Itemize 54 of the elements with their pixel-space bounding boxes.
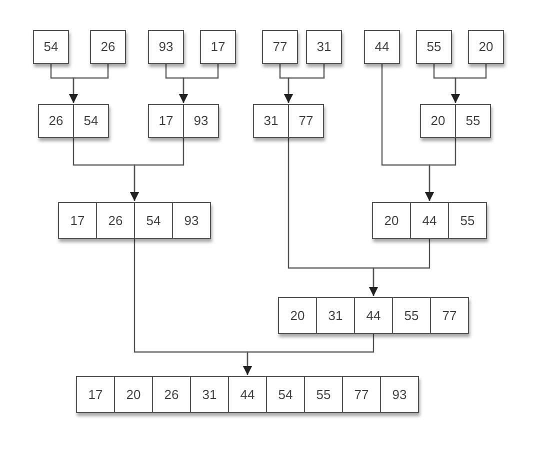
number-cell: 55 bbox=[455, 104, 491, 138]
number-cell: 20 bbox=[420, 104, 456, 138]
array-row bbox=[253, 104, 324, 138]
number-cell: 17 bbox=[58, 202, 97, 239]
merge-arrow bbox=[451, 64, 487, 103]
array-row bbox=[420, 104, 491, 138]
array-row bbox=[38, 104, 109, 138]
number-cell: 44 bbox=[364, 30, 400, 64]
number-cell: 44 bbox=[228, 376, 267, 413]
number-cell: 77 bbox=[342, 376, 381, 413]
number-cell: 44 bbox=[410, 202, 449, 239]
number-cell: 17 bbox=[200, 30, 236, 64]
number-cell: 55 bbox=[416, 30, 452, 64]
number-cell: 26 bbox=[152, 376, 191, 413]
number-cell: 31 bbox=[190, 376, 229, 413]
number-cell: 31 bbox=[253, 104, 289, 138]
number-cell: 26 bbox=[38, 104, 74, 138]
merge-arrow bbox=[243, 334, 374, 375]
merge-arrow bbox=[69, 64, 109, 103]
number-cell: 26 bbox=[90, 30, 126, 64]
number-cell: 54 bbox=[33, 30, 69, 64]
array-row bbox=[372, 202, 487, 239]
number-cell: 31 bbox=[316, 297, 355, 334]
merge-arrow bbox=[425, 138, 456, 201]
merge-arrow bbox=[130, 138, 184, 201]
merge-arrow bbox=[369, 239, 430, 296]
number-cell: 54 bbox=[134, 202, 173, 239]
merge-arrow bbox=[284, 64, 325, 103]
number-cell: 20 bbox=[372, 202, 411, 239]
number-cell: 93 bbox=[172, 202, 211, 239]
number-cell: 93 bbox=[148, 30, 184, 64]
merge-arrow bbox=[179, 64, 219, 103]
number-cell: 77 bbox=[288, 104, 324, 138]
number-cell: 93 bbox=[183, 104, 219, 138]
number-cell: 20 bbox=[114, 376, 153, 413]
number-cell: 26 bbox=[96, 202, 135, 239]
array-row bbox=[58, 202, 211, 239]
array-row bbox=[76, 376, 419, 413]
number-cell: 93 bbox=[380, 376, 419, 413]
array-row bbox=[148, 104, 219, 138]
number-cell: 77 bbox=[430, 297, 469, 334]
number-cell: 55 bbox=[392, 297, 431, 334]
number-cell: 20 bbox=[278, 297, 317, 334]
number-cell: 17 bbox=[148, 104, 184, 138]
number-cell: 55 bbox=[304, 376, 343, 413]
number-cell: 20 bbox=[468, 30, 504, 64]
number-cell: 17 bbox=[76, 376, 115, 413]
number-cell: 77 bbox=[262, 30, 298, 64]
number-cell: 54 bbox=[266, 376, 305, 413]
array-row bbox=[278, 297, 469, 334]
number-cell: 44 bbox=[354, 297, 393, 334]
number-cell: 55 bbox=[448, 202, 487, 239]
number-cell: 54 bbox=[73, 104, 109, 138]
number-cell: 31 bbox=[306, 30, 342, 64]
